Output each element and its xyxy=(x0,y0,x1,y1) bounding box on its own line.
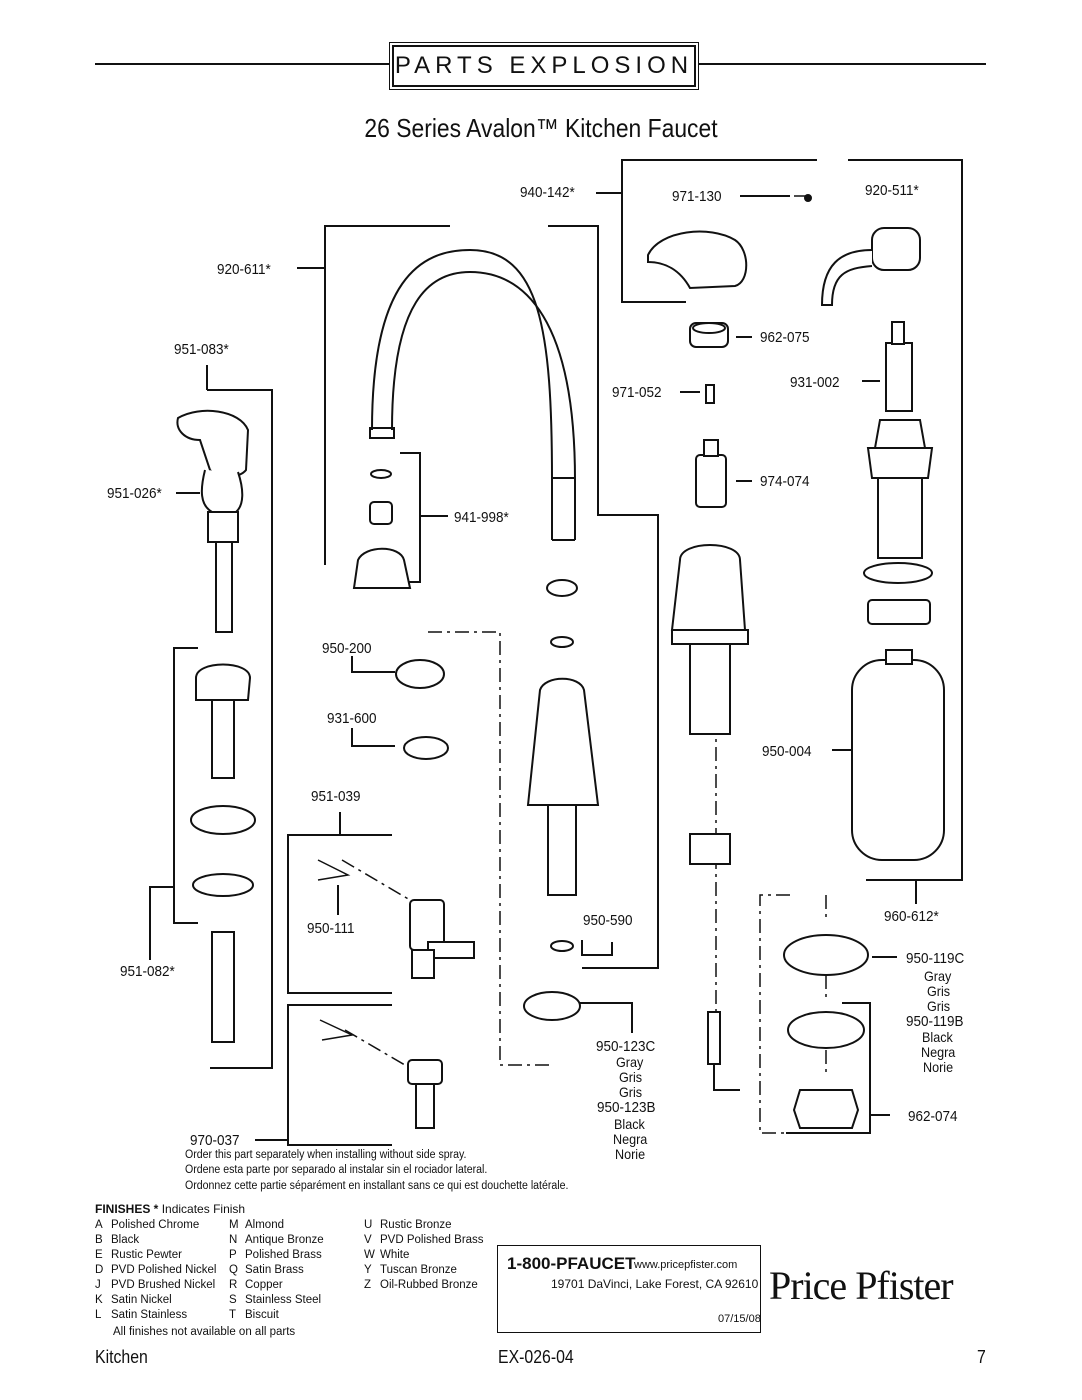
part-label-950-123C: 950-123C xyxy=(596,1038,656,1055)
part-label-951-083: 951-083* xyxy=(174,341,229,358)
part-label-974-074: 974-074 xyxy=(760,473,810,490)
part-label-950-119B: 950-119B xyxy=(906,1013,964,1030)
finish-gray-119: Gray xyxy=(924,968,952,984)
part-label-951-026: 951-026* xyxy=(107,485,162,502)
finish-negra-123: Negra xyxy=(613,1131,648,1147)
part-label-970-037: 970-037 xyxy=(190,1132,240,1149)
website-link[interactable]: www.pricepfister.com xyxy=(634,1259,738,1271)
part-label-941-998: 941-998* xyxy=(454,509,509,526)
part-label-931-600: 931-600 xyxy=(327,710,377,727)
part-label-950-200: 950-200 xyxy=(322,640,372,657)
address: 19701 DaVinci, Lake Forest, CA 92610 xyxy=(551,1277,759,1291)
finish-gris-119b: Gris xyxy=(927,998,951,1014)
page-number: 7 xyxy=(977,1347,986,1367)
finish-negra-119: Negra xyxy=(921,1044,956,1060)
finish-noire-123: Norie xyxy=(615,1146,646,1162)
part-label-950-111: 950-111 xyxy=(307,920,355,937)
header-rule-right xyxy=(694,63,986,65)
finish-gris-123a: Gris xyxy=(619,1069,643,1085)
finishes-title: FINISHES * Indicates Finish xyxy=(95,1202,246,1216)
part-label-920-611: 920-611* xyxy=(217,261,271,278)
part-label-950-004: 950-004 xyxy=(762,743,812,760)
parts-explosion-banner: PARTS EXPLOSION xyxy=(392,45,696,87)
finish-gris-119a: Gris xyxy=(927,983,951,999)
header-rule-left xyxy=(95,63,392,65)
footer-section: Kitchen xyxy=(95,1347,148,1367)
banner-text: PARTS EXPLOSION xyxy=(394,52,694,79)
part-label-920-511: 920-511* xyxy=(865,182,919,199)
part-label-950-123B: 950-123B xyxy=(597,1099,656,1116)
part-label-962-074: 962-074 xyxy=(908,1108,958,1125)
price-pfister-logo: Price Pfister xyxy=(769,1263,954,1308)
finishes-availability-note: All finishes not available on all parts xyxy=(113,1326,296,1338)
part-label-940-142: 940-142* xyxy=(520,184,575,201)
order-note-fr: Ordonnez cette partie séparément en inst… xyxy=(185,1180,569,1192)
finish-noire-119: Norie xyxy=(923,1059,954,1075)
finish-gris-123b: Gris xyxy=(619,1084,643,1100)
part-label-960-612: 960-612* xyxy=(884,908,939,925)
part-label-951-082: 951-082* xyxy=(120,963,175,980)
finish-black-123: Black xyxy=(614,1116,645,1132)
footer-doc-number: EX-026-04 xyxy=(498,1347,574,1367)
finish-gray-123: Gray xyxy=(616,1054,644,1070)
page-title: 26 Series Avalon™ Kitchen Faucet xyxy=(364,113,718,143)
part-label-951-039: 951-039 xyxy=(311,788,361,805)
order-note-en: Order this part separately when installi… xyxy=(185,1149,467,1161)
contact-box xyxy=(497,1245,761,1333)
part-label-971-130: 971-130 xyxy=(672,188,722,205)
part-label-950-590: 950-590 xyxy=(583,912,633,929)
part-label-950-119C: 950-119C xyxy=(906,950,965,967)
revision-date: 07/15/08 xyxy=(718,1313,761,1325)
part-label-962-075: 962-075 xyxy=(760,329,810,346)
part-label-971-052: 971-052 xyxy=(612,384,662,401)
phone-number: 1-800-PFAUCET xyxy=(507,1254,636,1273)
finish-black-119: Black xyxy=(922,1029,953,1045)
part-label-931-002: 931-002 xyxy=(790,374,840,391)
order-note-es: Ordene esta parte por separado al instal… xyxy=(185,1164,488,1176)
